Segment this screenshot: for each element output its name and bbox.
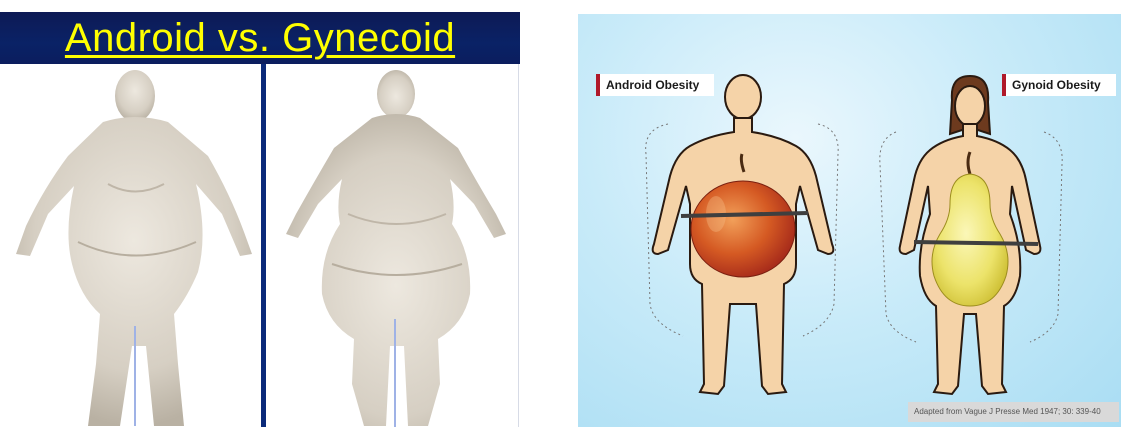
- source-caption: Adapted from Vague J Presse Med 1947; 30…: [908, 402, 1119, 422]
- body-scan-area: [8, 64, 519, 427]
- obesity-diagram: Android Obesity Gynoid Obesity Adapted f…: [578, 14, 1121, 427]
- left-panel: Android vs. Gynecoid: [0, 12, 520, 427]
- scale-pole: [134, 326, 136, 426]
- android-body-scan: [8, 64, 258, 427]
- gynoid-obesity-label: Gynoid Obesity: [1002, 74, 1116, 96]
- panel-divider: [261, 64, 266, 427]
- android-obesity-label: Android Obesity: [596, 74, 714, 96]
- gynecoid-body-scan: [268, 64, 518, 427]
- page-title: Android vs. Gynecoid: [0, 12, 520, 64]
- scale-pole: [394, 319, 396, 427]
- gynoid-hip-line: [914, 242, 1038, 244]
